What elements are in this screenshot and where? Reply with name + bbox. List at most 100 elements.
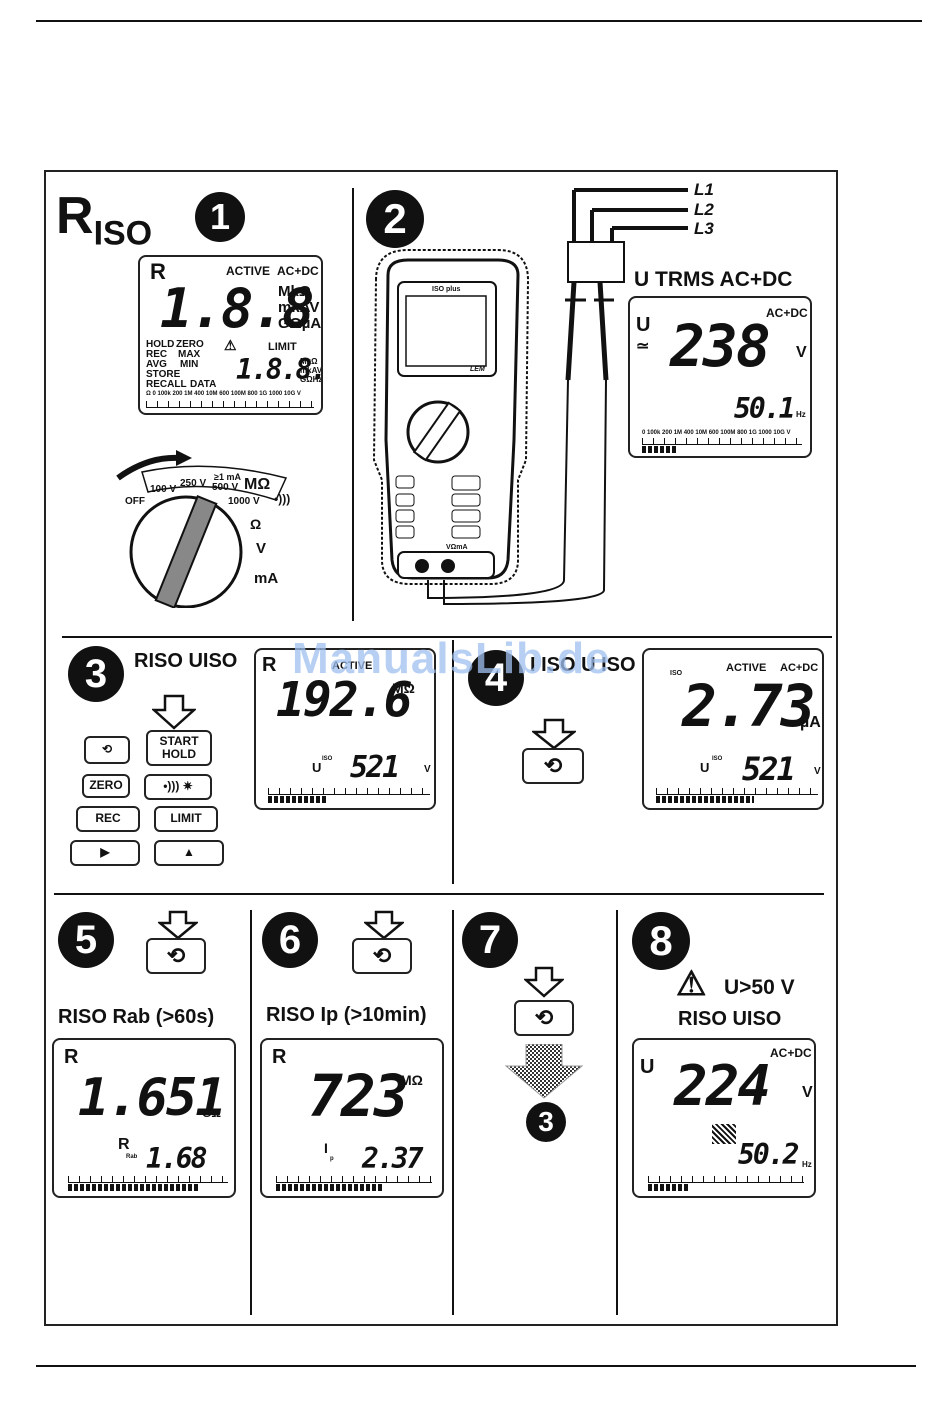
store-label: STORE (146, 369, 181, 380)
bargraph (68, 1184, 200, 1191)
warning-icon: ⚠ (224, 337, 237, 353)
press-arrow-icon (524, 966, 564, 998)
divider (616, 910, 618, 1315)
dial-mohm: MΩ (244, 476, 271, 493)
divider (250, 910, 252, 1315)
lcd-iso-current: ISO ACTIVE AC+DC 2.73 µA U ISO 521 V (642, 648, 824, 810)
utrms-label: U TRMS AC+DC (634, 268, 793, 291)
title-iso: ISO (93, 214, 153, 253)
data-label: DATA (190, 379, 217, 390)
scale-ticks (268, 788, 430, 795)
bargraph (268, 796, 328, 803)
dial-1000v: 1000 V (228, 496, 260, 507)
top-rule (36, 20, 922, 22)
scale-ticks (276, 1176, 432, 1183)
ip-label: p (330, 1156, 334, 1162)
scale-ticks (146, 401, 314, 408)
active-label: ACTIVE (726, 662, 767, 674)
step-number-4: 4 (468, 650, 524, 706)
dial-ohm: Ω (250, 516, 262, 532)
unit-top: MkΩ (278, 283, 311, 300)
limit-label: LIMIT (268, 341, 297, 353)
unit-mohm: MΩ (400, 1072, 423, 1088)
phase-l2: L2 (694, 200, 714, 219)
zero-key[interactable]: ZERO (82, 774, 130, 798)
unit-bot: GΩµA (278, 315, 322, 332)
u-label: U (640, 1056, 655, 1078)
main-digits: 192.6 (276, 672, 412, 728)
meter-lem: LEM (470, 366, 485, 373)
max-label: MAX (178, 349, 201, 360)
lcd-voltage-warning: AC+DC U 224 V 50.2 Hz (632, 1038, 816, 1198)
u-label: U (700, 760, 710, 775)
freq-digits: 50.1 (734, 392, 795, 425)
rec-key[interactable]: REC (76, 806, 140, 832)
bottom-rule (36, 1365, 916, 1367)
hz-label: Hz (802, 1160, 812, 1169)
cycle-key[interactable]: ⟲ (84, 736, 130, 764)
meter-jack: VΩmA (446, 544, 468, 551)
lcd-rab: R 1.651 GΩ R Rab 1.68 (52, 1038, 236, 1198)
step-number-2: 2 (366, 190, 424, 248)
goto-step-3: 3 (526, 1102, 566, 1142)
press-arrow-icon (158, 910, 198, 940)
scale-ticks (642, 438, 802, 445)
main-digits: 224 (674, 1054, 771, 1119)
dial-500v: 500 V (212, 482, 239, 493)
scale-ticks (68, 1176, 228, 1183)
dial-1ma: ≥1 mA (214, 472, 241, 482)
active-label: ACTIVE (332, 660, 373, 672)
scale-ticks (648, 1176, 804, 1183)
unit-gohm: GΩ (202, 1106, 221, 1120)
meter-with-leads (372, 188, 688, 606)
cycle-key[interactable]: ⟲ (352, 938, 412, 974)
step-number-6: 6 (262, 912, 318, 968)
acdc-label: AC+DC (780, 662, 819, 674)
active-label: ACTIVE (226, 264, 271, 278)
press-arrow-icon (532, 718, 576, 750)
lcd-all-segments: R ACTIVE AC+DC 1.8.8.8 MkΩ mkAV GΩµA HOL… (138, 255, 323, 415)
main-digits: 238 (670, 312, 771, 380)
small-digits: 521 (742, 750, 796, 788)
cycle-key[interactable]: ⟲ (146, 938, 206, 974)
small-digits: 1.8.8.8 (236, 353, 321, 386)
step-number-5: 5 (58, 912, 114, 968)
flashing-warning-icon (712, 1124, 736, 1144)
unit-v: V (796, 344, 807, 361)
r-label: R (272, 1046, 287, 1068)
hold-label: HOLD (162, 747, 196, 761)
watermark: ManualsLib.de (292, 634, 611, 683)
phase-l1: L1 (694, 180, 714, 199)
start-hold-key[interactable]: START HOLD (146, 730, 212, 766)
r-label: R (262, 654, 277, 676)
limit-key[interactable]: LIMIT (154, 806, 218, 832)
hold-label: HOLD (146, 339, 175, 350)
step-number-3: 3 (68, 646, 124, 702)
bargraph (648, 1184, 688, 1191)
right-key[interactable]: ▶ (70, 840, 140, 866)
cycle-key[interactable]: ⟲ (514, 1000, 574, 1036)
dial-off: OFF (125, 496, 145, 507)
press-arrow-icon (364, 910, 404, 940)
rotary-dial (116, 450, 288, 608)
dial-100v: 100 V (150, 484, 177, 495)
main-digits: 1.651 (78, 1068, 227, 1128)
start-label: START (159, 733, 199, 748)
step-number-1: 1 (195, 192, 245, 242)
step4-title: I ISO U ISO (530, 654, 636, 676)
small-digits: 2.37 (362, 1142, 423, 1175)
buzzer-light-key[interactable]: •))) ✷ (144, 774, 212, 800)
small-units: MkΩ mkAV GΩHz (300, 357, 323, 384)
rotate-arrow-icon (116, 454, 181, 481)
instruction-figure (44, 170, 838, 1326)
hz-label: Hz (796, 410, 806, 419)
cycle-key[interactable]: ⟲ (522, 748, 584, 784)
acdc-label: AC+DC (766, 306, 808, 320)
lcd-voltage: AC+DC U ≃ 238 V 50.1 Hz 0 100k 200 1M 40… (628, 296, 812, 458)
zero-label: ZERO (176, 339, 204, 350)
dial-ma: mA (254, 570, 279, 587)
dial-250v: 250 V (180, 478, 207, 489)
small-digits: 521 (350, 750, 400, 785)
up-key[interactable]: ▲ (154, 840, 224, 866)
scale-labels: Ω 0 100k 200 1M 400 10M 600 100M 800 1G … (146, 391, 301, 397)
